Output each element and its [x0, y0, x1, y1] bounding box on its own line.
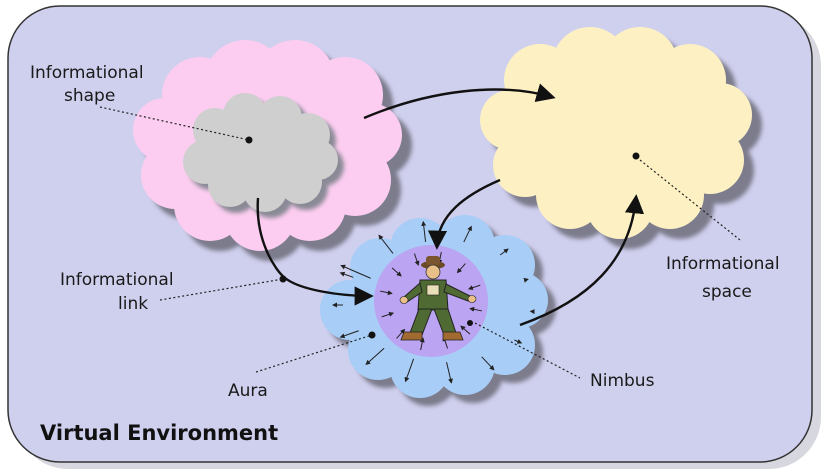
diagram-title: Virtual Environment — [40, 421, 278, 445]
aura-dot — [369, 332, 376, 339]
label-informational-link-1: Informational — [60, 270, 174, 290]
label-informational-shape-2: shape — [64, 86, 115, 106]
label-informational-space-2: space — [702, 282, 752, 302]
label-aura: Aura — [228, 381, 268, 401]
label-nimbus: Nimbus — [590, 371, 655, 391]
label-informational-link-2: link — [118, 294, 148, 314]
label-informational-shape-1: Informational — [30, 63, 144, 83]
label-informational-space-1: Informational — [666, 254, 780, 274]
